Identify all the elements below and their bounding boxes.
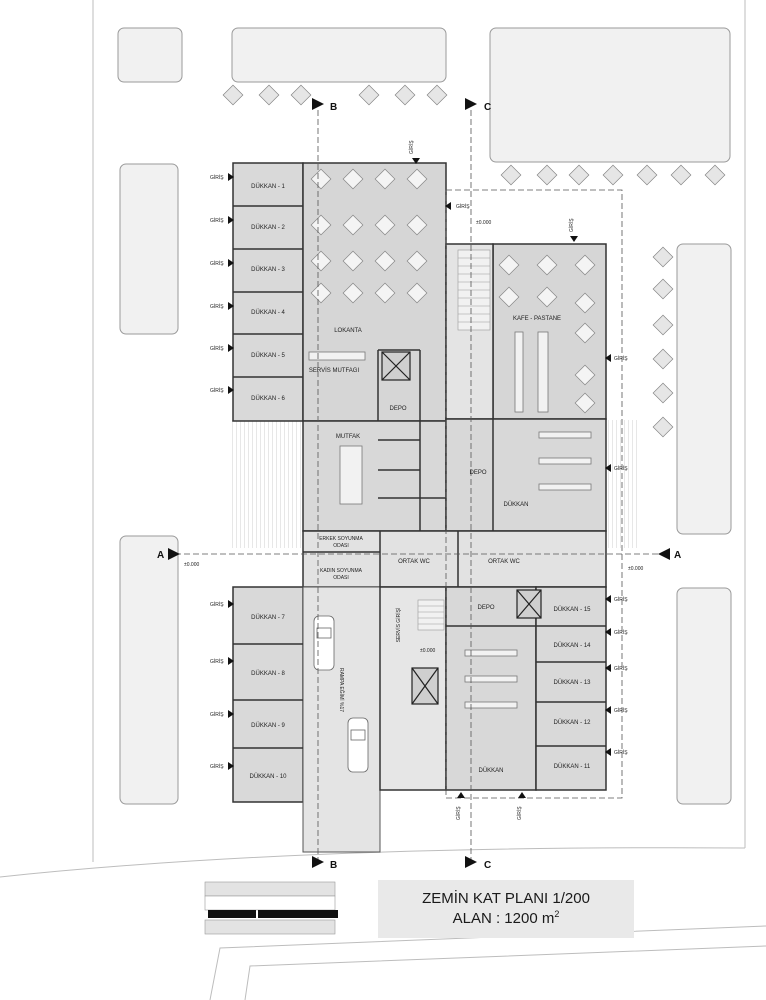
svg-text:GİRİŞ: GİRİŞ: [210, 260, 224, 267]
section-b-top: B: [330, 102, 337, 113]
svg-text:GİRİŞ: GİRİŞ: [210, 217, 224, 224]
svg-text:GİRİŞ: GİRİŞ: [614, 629, 628, 636]
shop-11-label: DÜKKAN - 11: [554, 763, 591, 770]
lokanta-label: LOKANTA: [334, 328, 362, 334]
entrance-steps-west: [232, 420, 302, 548]
stair-icon: [417, 249, 491, 631]
entrance-steps-east: [608, 420, 640, 548]
dukkan-low-label: DÜKKAN: [478, 767, 503, 774]
kafe-label: KAFE - PASTANE: [513, 316, 561, 322]
counters: [308, 331, 592, 709]
shop-8-label: DÜKKAN - 8: [251, 670, 285, 677]
svg-text:GİRİŞ: GİRİŞ: [614, 707, 628, 714]
svg-text:GİRİŞ: GİRİŞ: [210, 711, 224, 718]
shop-7-label: DÜKKAN - 7: [251, 614, 285, 621]
svg-text:GİRİŞ: GİRİŞ: [456, 203, 470, 210]
level-mark-3: ±0.000: [628, 566, 643, 572]
erkek-label-2: ODASI: [333, 543, 349, 549]
svg-text:GİRİŞ: GİRİŞ: [455, 806, 462, 820]
shop-12-label: DÜKKAN - 12: [553, 719, 591, 726]
entry-arrow-icon: [228, 158, 611, 798]
shop-15-label: DÜKKAN - 15: [553, 606, 591, 613]
servis-girisi-label: SERVİS GİRİŞİ: [395, 608, 402, 643]
plan-area: ALAN : 1200 m2: [452, 909, 560, 927]
dukkan-mid-label: DÜKKAN: [503, 501, 528, 508]
entry-labels: GİRİŞ GİRİŞ GİRİŞ GİRİŞ GİRİŞ GİRİŞ GİRİ…: [210, 140, 628, 820]
level-mark-4: ±0.000: [420, 648, 435, 654]
ortak-wc-label-1: ORTAK WC: [398, 559, 430, 565]
section-marker-icon: [168, 98, 670, 868]
svg-text:GİRİŞ: GİRİŞ: [210, 345, 224, 352]
section-c-bottom: C: [484, 860, 491, 871]
svg-text:GİRİŞ: GİRİŞ: [614, 749, 628, 756]
mutfak-label: MUTFAK: [336, 434, 360, 440]
svg-text:GİRİŞ: GİRİŞ: [210, 763, 224, 770]
svg-text:GİRİŞ: GİRİŞ: [210, 303, 224, 310]
shop-14-label: DÜKKAN - 14: [553, 642, 591, 649]
shop-9-label: DÜKKAN - 9: [251, 722, 285, 729]
outdoor-tables: [222, 84, 726, 438]
svg-text:GİRİŞ: GİRİŞ: [614, 596, 628, 603]
partitions: [233, 205, 606, 749]
svg-text:GİRİŞ: GİRİŞ: [614, 665, 628, 672]
shop-13-label: DÜKKAN - 13: [553, 679, 591, 686]
svg-text:GİRİŞ: GİRİŞ: [568, 218, 575, 232]
shop-4-label: DÜKKAN - 4: [251, 309, 285, 316]
restaurant-tables: [310, 168, 596, 414]
scale-bar: [204, 881, 338, 935]
plan-title-box: ZEMİN KAT PLANI 1/200 ALAN : 1200 m2: [378, 880, 634, 938]
kadin-label-1: KADIN SOYUNMA: [320, 568, 363, 574]
car-icon: [313, 615, 369, 773]
section-b-bottom: B: [330, 860, 337, 871]
svg-text:GİRİŞ: GİRİŞ: [614, 465, 628, 472]
section-a-right: A: [674, 550, 681, 561]
level-mark-2: ±0.000: [184, 562, 199, 568]
ortak-wc-label-2: ORTAK WC: [488, 559, 520, 565]
svg-text:GİRİŞ: GİRİŞ: [210, 601, 224, 608]
section-c-top: C: [484, 102, 491, 113]
elevator-icon: [381, 351, 542, 705]
erkek-label-1: ERKEK SOYUNMA: [319, 536, 363, 542]
rampa-label: RAMPA EĞİMİ %17: [338, 668, 345, 712]
svg-text:GİRİŞ: GİRİŞ: [210, 174, 224, 181]
svg-text:GİRİŞ: GİRİŞ: [614, 355, 628, 362]
svg-text:GİRİŞ: GİRİŞ: [516, 806, 523, 820]
shop-3-label: DÜKKAN - 3: [251, 266, 285, 273]
depo-2-label: DEPO: [469, 470, 486, 476]
svg-text:GİRİŞ: GİRİŞ: [408, 140, 415, 154]
svg-text:GİRİŞ: GİRİŞ: [210, 387, 224, 394]
section-lines: [175, 110, 666, 862]
kadin-label-2: ODASI: [333, 575, 349, 581]
plan-title: ZEMİN KAT PLANI 1/200: [422, 890, 590, 907]
shop-10-label: DÜKKAN - 10: [249, 773, 287, 780]
depo-3-label: DEPO: [477, 605, 494, 611]
shop-1-label: DÜKKAN - 1: [251, 183, 285, 190]
shop-5-label: DÜKKAN - 5: [251, 352, 285, 359]
servis-mutfagi-label: SERVİS MUTFAGI: [309, 367, 360, 374]
svg-text:GİRİŞ: GİRİŞ: [210, 658, 224, 665]
depo-1-label: DEPO: [389, 406, 406, 412]
shop-6-label: DÜKKAN - 6: [251, 395, 285, 402]
section-a-left: A: [157, 550, 164, 561]
shop-2-label: DÜKKAN - 2: [251, 224, 285, 231]
neighbor-blocks: [117, 27, 732, 805]
level-mark-1: ±0.000: [476, 220, 491, 226]
